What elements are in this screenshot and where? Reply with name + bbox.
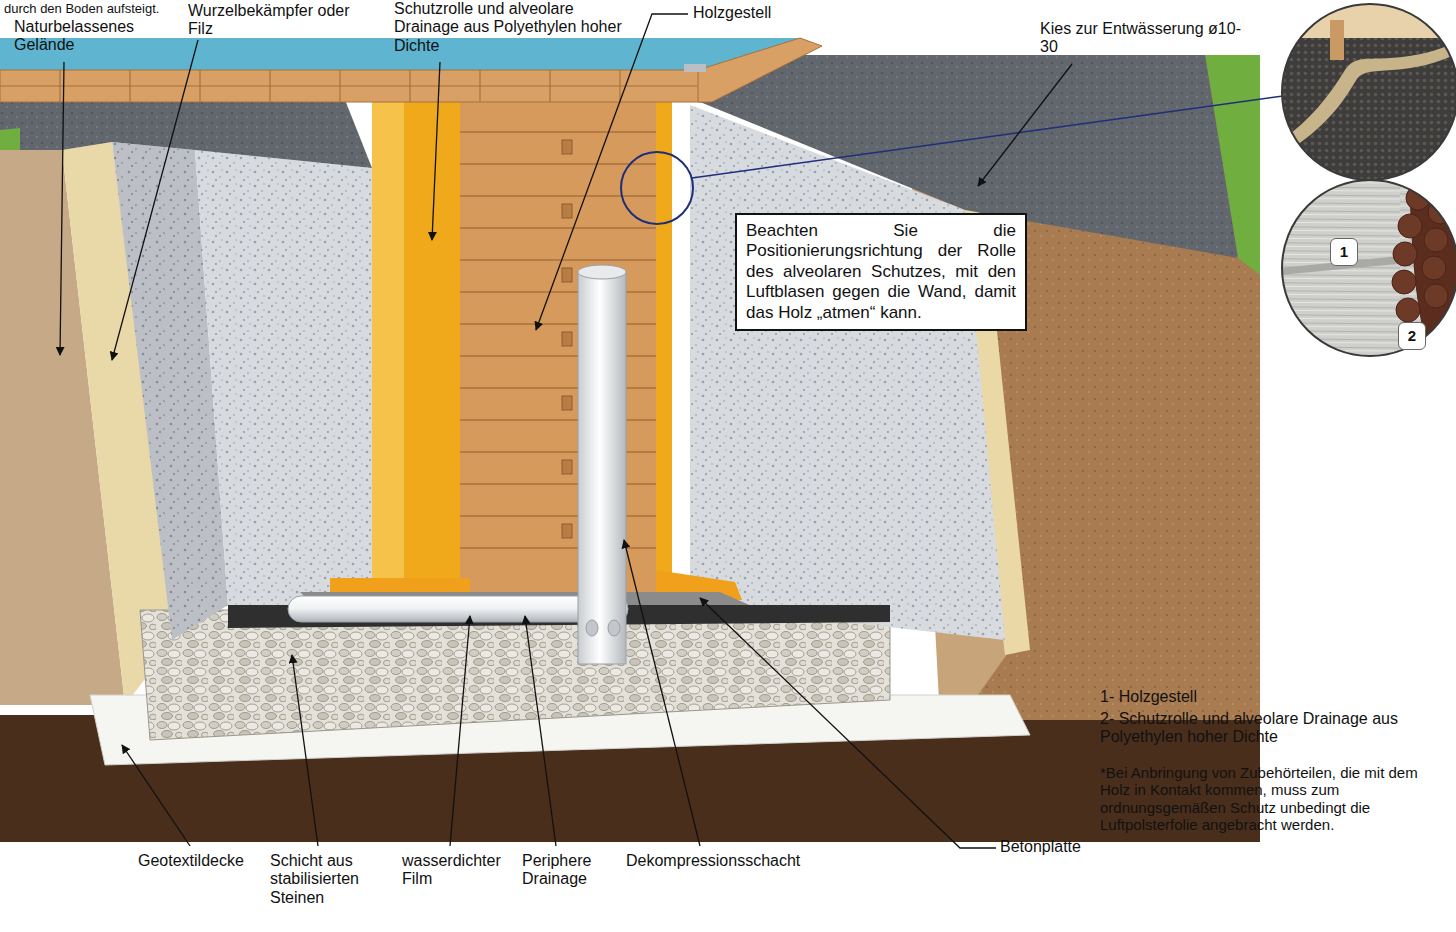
drawing-part — [562, 268, 572, 282]
callout-number: 1 — [1331, 243, 1357, 261]
coping-right — [698, 38, 822, 102]
drawing-part — [460, 323, 656, 325]
drawing-part — [1428, 200, 1452, 224]
drawing-part — [432, 62, 440, 240]
drawing-part — [1393, 242, 1417, 266]
drawing-part — [60, 62, 64, 355]
drawing-part — [460, 451, 656, 453]
corner-bracket — [684, 64, 706, 72]
drawing-part — [562, 524, 572, 538]
drawing-part — [460, 259, 656, 261]
drawing-part — [562, 396, 572, 410]
drawing-part — [112, 40, 198, 360]
drawing-part — [0, 85, 705, 86]
drawing-part — [536, 14, 688, 330]
drawing-part — [122, 745, 190, 846]
drawing-part — [1330, 20, 1344, 60]
drawing-part — [460, 515, 656, 517]
drawing-part — [460, 195, 656, 197]
shaft-hole — [586, 620, 598, 636]
drawing-part — [460, 355, 656, 357]
drawing-part — [562, 332, 572, 346]
gravel-left-front — [195, 150, 372, 605]
callout-number-box: 1 — [1330, 238, 1358, 266]
drawing-part — [460, 291, 656, 293]
drawing-part — [562, 140, 572, 154]
part-label: Dekompressionsschacht — [626, 852, 826, 870]
drawing-part — [562, 204, 572, 218]
zoom-detail-2 — [1280, 178, 1456, 358]
coping — [0, 70, 705, 102]
drawing-part — [978, 64, 1072, 186]
drawing-part — [460, 227, 656, 229]
drawing-part — [1424, 228, 1448, 252]
part-label: *Bei Anbringung von Zubehörteilen, die m… — [1100, 764, 1450, 833]
drawing-part — [460, 163, 656, 165]
drawing-part — [1396, 298, 1420, 322]
zoom-marker — [621, 152, 693, 224]
decompression-shaft — [578, 272, 626, 664]
shaft-top — [578, 265, 626, 279]
part-label: wasserdichter Film — [402, 852, 514, 889]
drawing-part — [1422, 256, 1446, 280]
drawing-part — [525, 616, 556, 846]
drawing-part — [1392, 180, 1456, 358]
drawing-part — [1424, 284, 1448, 308]
part-label: Periphere Drainage — [522, 852, 612, 889]
zoom-frame — [1282, 180, 1456, 356]
wood-wall — [460, 100, 656, 600]
plank-lines — [460, 132, 656, 548]
drawing-part — [1392, 270, 1416, 294]
part-label: 1- Holzgestell — [1100, 688, 1450, 706]
part-label: Kies zur Entwässerung ø10-30 — [1040, 20, 1250, 57]
drawing-part — [1280, 0, 1456, 190]
joists — [0, 70, 705, 102]
drawing-part — [460, 483, 656, 485]
leader-lines — [60, 14, 1072, 848]
drawing-part — [292, 655, 318, 846]
callout-number-box: 2 — [1398, 322, 1426, 350]
drawing-part — [1282, 40, 1456, 154]
membrane-right — [656, 100, 672, 580]
part-label: Schicht aus stabilisierten Steinen — [270, 852, 385, 907]
stone-layer — [140, 610, 890, 740]
drawing-part — [460, 387, 656, 389]
note-box: Beachten Sie die Positionierungsrichtung… — [735, 213, 1027, 331]
drawing-part — [460, 419, 656, 421]
zoom-frame — [1282, 4, 1456, 180]
zoom-detail-1 — [1280, 0, 1456, 190]
note-text: Beachten Sie die Positionierungsrichtung… — [746, 221, 1016, 323]
callout-number: 2 — [1399, 327, 1425, 345]
drawing-part — [460, 131, 656, 133]
part-label: Wurzelbekämpfer oder Filz — [188, 2, 368, 39]
membrane-left — [404, 100, 460, 580]
drawing-part — [700, 598, 996, 848]
drawing-part — [624, 540, 700, 846]
shaft-hole — [608, 620, 620, 636]
part-label: Naturbelassenes Gelände — [14, 18, 154, 55]
zoom-leader — [692, 96, 1283, 178]
drawing-part — [1280, 178, 1456, 358]
membrane-left-light — [372, 100, 404, 580]
peripheral-drain — [288, 596, 628, 622]
drawing-part — [562, 460, 572, 474]
part-label: Schutzrolle und alveolare Drainage aus P… — [394, 0, 624, 55]
part-label: Holzgestell — [693, 4, 813, 22]
grass-left — [0, 128, 20, 150]
part-label: 2- Schutzrolle und alveolare Drainage au… — [1100, 710, 1450, 747]
drawing-part — [450, 616, 470, 846]
dovetail-joints — [562, 140, 572, 538]
drawing-part — [1398, 214, 1422, 238]
part-label: Geotextildecke — [138, 852, 268, 870]
part-label: Betonplatte — [1000, 838, 1095, 856]
